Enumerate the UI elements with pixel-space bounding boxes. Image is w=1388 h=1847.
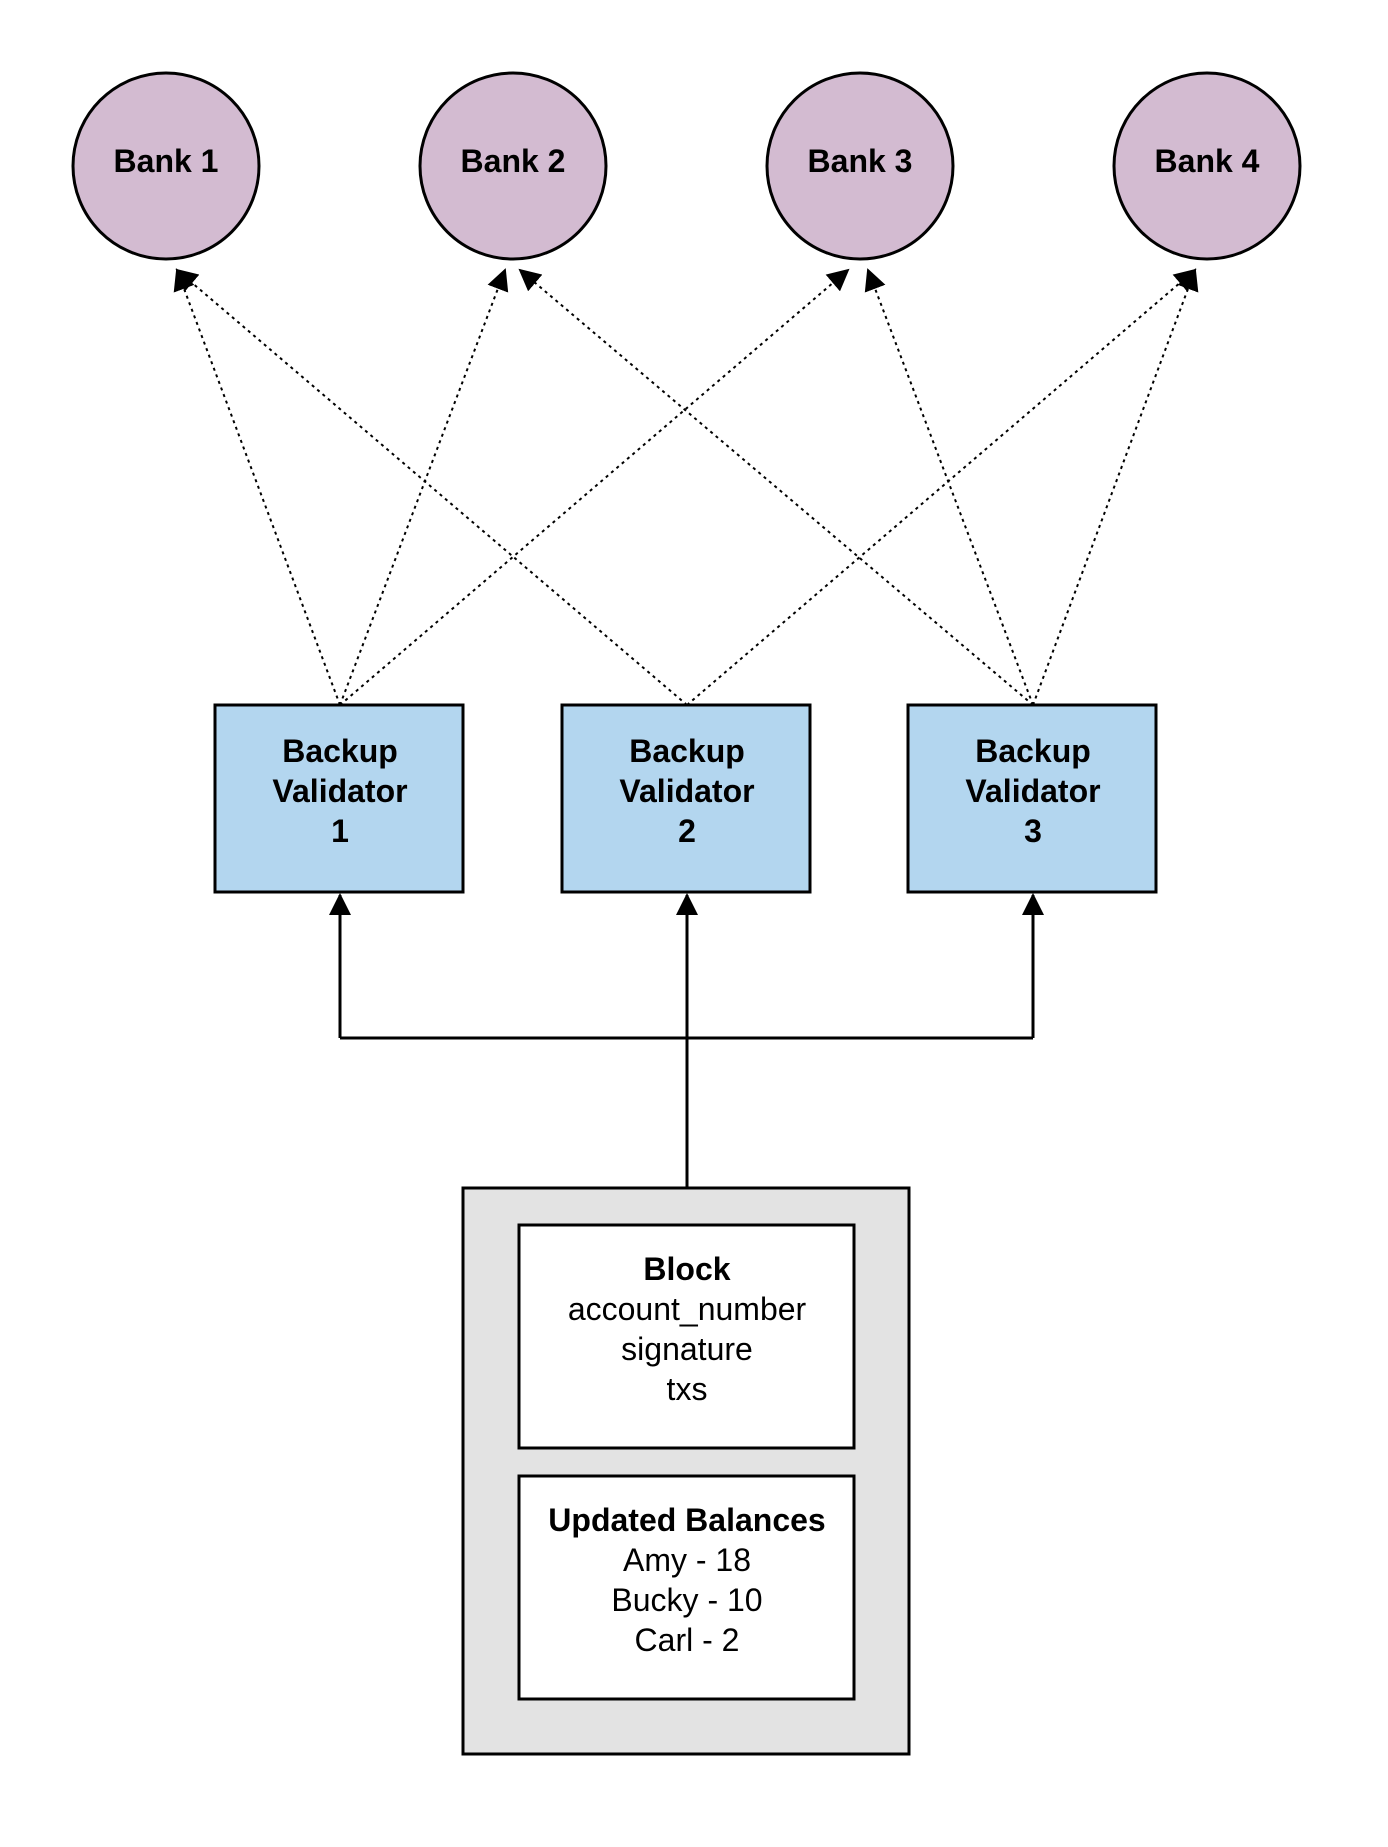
bank-label: Bank 3 <box>808 143 913 179</box>
block-card: Block account_number signature txs <box>517 1223 856 1450</box>
validator-node-2: Backup Validator 2 <box>560 703 812 894</box>
bank-nodes: Bank 1 Bank 2 Bank 3 Bank 4 <box>71 71 1302 261</box>
bank-label: Bank 1 <box>114 143 219 179</box>
balance-entry: Carl - 2 <box>635 1622 740 1658</box>
validator-label-line-3: 3 <box>1024 813 1042 849</box>
validator-label-line-1: Backup <box>282 733 398 769</box>
bank-label: Bank 4 <box>1155 143 1260 179</box>
edge-v2-b1 <box>175 268 688 706</box>
validator-nodes: Backup Validator 1 Backup Validator 2 Ba… <box>213 703 1158 894</box>
edge-v1-b2 <box>339 268 509 706</box>
edge-v1-b1 <box>173 268 341 706</box>
bank-node-3: Bank 3 <box>765 71 955 261</box>
edge-v1-b3 <box>339 268 850 706</box>
block-field: signature <box>621 1331 753 1367</box>
balances-card-box <box>517 1474 856 1701</box>
validator-label-line-2: Validator <box>619 773 754 809</box>
bank-circle <box>765 71 955 261</box>
edge-v3-b3 <box>864 268 1034 706</box>
bank-label: Bank 2 <box>461 143 566 179</box>
balances-card: Updated Balances Amy - 18 Bucky - 10 Car… <box>517 1474 856 1701</box>
validator-label-line-1: Backup <box>629 733 745 769</box>
validator-node-3: Backup Validator 3 <box>906 703 1158 894</box>
bank-circle <box>1112 71 1302 261</box>
bank-circle <box>71 71 261 261</box>
validator-box <box>906 703 1158 894</box>
bank-node-4: Bank 4 <box>1112 71 1302 261</box>
block-container: Block account_number signature txs Updat… <box>461 1186 911 1756</box>
edge-v3-b2 <box>518 268 1034 706</box>
validator-label-line-3: 2 <box>678 813 696 849</box>
bank-node-2: Bank 2 <box>418 71 608 261</box>
block-field: txs <box>667 1371 708 1407</box>
block-validator-edges <box>329 893 1044 1188</box>
edge-v2-b4 <box>686 268 1197 706</box>
bank-node-1: Bank 1 <box>71 71 261 261</box>
balance-entry: Amy - 18 <box>623 1542 751 1578</box>
validator-box <box>213 703 465 894</box>
block-card-box <box>517 1223 856 1450</box>
validator-label-line-3: 1 <box>331 813 349 849</box>
validator-label-line-2: Validator <box>272 773 407 809</box>
validator-label-line-2: Validator <box>965 773 1100 809</box>
edge-v3-b4 <box>1032 268 1199 706</box>
bank-circle <box>418 71 608 261</box>
block-field: account_number <box>568 1291 807 1327</box>
balances-title: Updated Balances <box>548 1502 825 1538</box>
validator-bank-edges <box>173 268 1199 706</box>
validator-box <box>560 703 812 894</box>
balance-entry: Bucky - 10 <box>611 1582 762 1618</box>
block-title: Block <box>643 1251 730 1287</box>
validator-label-line-1: Backup <box>975 733 1091 769</box>
validator-node-1: Backup Validator 1 <box>213 703 465 894</box>
